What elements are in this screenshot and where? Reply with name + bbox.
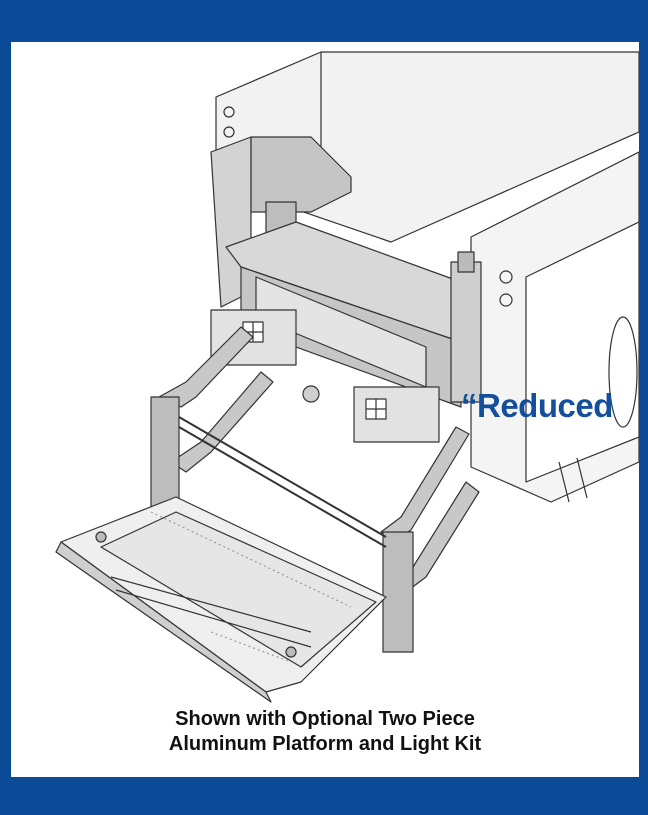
liftgate-illustration (55, 51, 639, 703)
reduced-label: “Reduced (461, 387, 613, 424)
caption-line-1: Shown with Optional Two Piece (175, 708, 475, 730)
housing (225, 221, 482, 408)
content-panel: “Reduced Shown with Optional Two Piece A… (11, 42, 639, 777)
platform (55, 496, 387, 703)
light-kit (210, 309, 440, 443)
truck-frame-outline (470, 151, 639, 503)
lift-arms (150, 326, 480, 653)
figure-caption: Shown with Optional Two Piece Aluminum P… (11, 707, 639, 757)
caption-line-2: Aluminum Platform and Light Kit (168, 733, 482, 755)
